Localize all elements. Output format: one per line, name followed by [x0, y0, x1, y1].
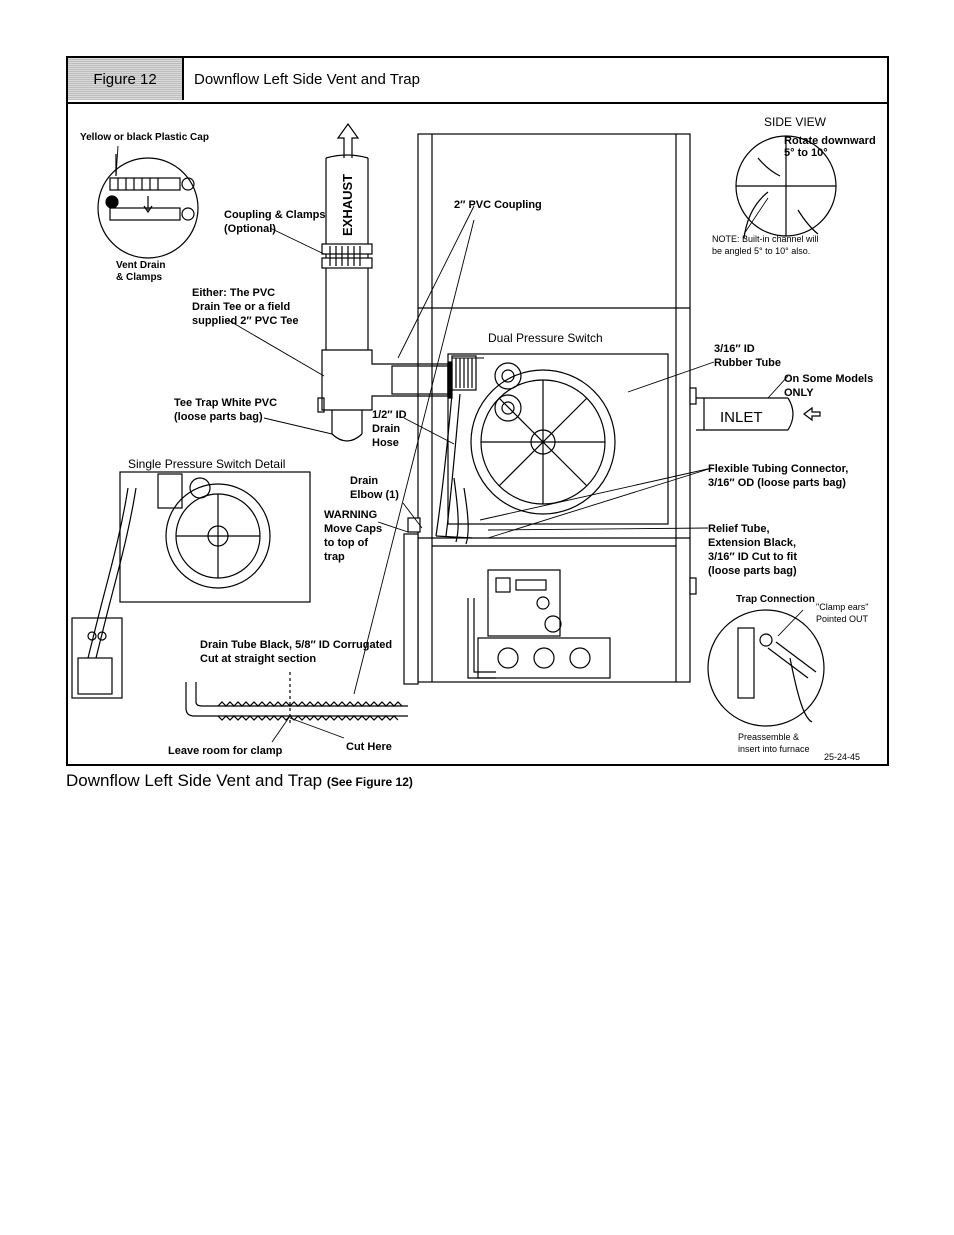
label-either-3: supplied 2″ PVC Tee — [192, 315, 299, 327]
label-relief-3: 3/16″ ID Cut to fit — [708, 551, 797, 563]
label-pvc-coupling: 2″ PVC Coupling — [454, 199, 542, 211]
label-relief-2: Extension Black, — [708, 537, 796, 549]
label-relief-4: (loose parts bag) — [708, 565, 797, 577]
corrugated-drain-tube — [185, 672, 408, 724]
label-drain-tube-1: Drain Tube Black, 5/8″ ID Corrugated — [200, 639, 392, 651]
cap-detail — [97, 154, 199, 259]
label-drain-hose-2: Hose — [372, 437, 399, 449]
caption-figure-ref: (See Figure 12) — [326, 775, 413, 789]
single-pressure-switch-detail — [71, 471, 311, 699]
drawing-code: 25-24-45 — [824, 752, 860, 762]
inducer-blower — [447, 353, 669, 525]
label-rubber-tube: Rubber Tube — [714, 357, 781, 369]
label-drain-hose-size: 1/2″ ID — [372, 409, 407, 421]
label-flex-connector-2: 3/16″ OD (loose parts bag) — [708, 477, 846, 489]
leader-lines — [115, 145, 804, 743]
figure-frame: Figure 12 Downflow Left Side Vent and Tr… — [66, 56, 889, 766]
label-tee-trap-1: Tee Trap White PVC — [174, 397, 277, 409]
figure-header: Figure 12 Downflow Left Side Vent and Tr… — [68, 58, 887, 104]
trap-connection-detail — [707, 609, 825, 727]
label-warning-1: WARNING — [324, 509, 377, 521]
label-vent-drain-clamps: & Clamps — [116, 272, 163, 283]
section-caption: Downflow Left Side Vent and Trap (See Fi… — [66, 771, 413, 791]
label-side-view: SIDE VIEW — [764, 115, 827, 129]
label-note-2: be angled 5° to 10° also. — [712, 246, 810, 256]
vent-pipe — [317, 122, 453, 442]
label-either-2: Drain Tee or a field — [192, 301, 290, 313]
figure-title: Downflow Left Side Vent and Trap — [194, 70, 420, 88]
label-trap-connection: Trap Connection — [736, 594, 815, 605]
label-clamp-ears-2: Pointed OUT — [816, 614, 869, 624]
label-clamp-ears-1: "Clamp ears" — [816, 602, 868, 612]
label-drain-tube-2: Cut at straight section — [200, 653, 316, 665]
label-plastic-cap: Yellow or black Plastic Cap — [80, 132, 209, 143]
label-preassemble-2: insert into furnace — [738, 744, 810, 754]
label-dual-pressure-switch: Dual Pressure Switch — [488, 331, 603, 345]
label-drain-elbow-1: Drain — [350, 475, 378, 487]
label-single-ps-detail: Single Pressure Switch Detail — [128, 457, 285, 471]
label-some-models-1: On Some Models — [784, 373, 873, 385]
vent-trap-diagram: Yellow or black Plastic Cap Vent Drain &… — [71, 115, 876, 762]
label-some-models-2: ONLY — [784, 387, 814, 399]
label-inlet: INLET — [720, 409, 763, 426]
label-drain-hose-1: Drain — [372, 423, 400, 435]
label-preassemble-1: Preassemble & — [738, 732, 799, 742]
label-cut-here: Cut Here — [346, 741, 392, 753]
label-relief-1: Relief Tube, — [708, 523, 770, 535]
label-coupling-clamps: Coupling & Clamps — [224, 209, 325, 221]
label-flex-connector-1: Flexible Tubing Connector, — [708, 463, 848, 475]
label-warning-2: Move Caps — [324, 523, 382, 535]
caption-text: Downflow Left Side Vent and Trap — [66, 771, 323, 790]
label-drain-elbow-2: Elbow (1) — [350, 489, 399, 501]
label-coupling-optional: (Optional) — [224, 223, 276, 235]
control-board — [467, 569, 611, 679]
label-rotate-1: Rotate downward — [784, 135, 876, 147]
label-either-1: Either: The PVC — [192, 287, 275, 299]
label-note-1: NOTE: Built-in channel will — [712, 234, 819, 244]
label-rubber-tube-size: 3/16″ ID — [714, 343, 755, 355]
label-warning-3: to top of — [324, 537, 368, 549]
label-vent-drain: Vent Drain — [116, 260, 165, 271]
label-rotate-2: 5° to 10° — [784, 147, 828, 159]
inlet-pipe — [696, 397, 821, 431]
label-warning-4: trap — [324, 551, 345, 563]
label-leave-room: Leave room for clamp — [168, 745, 283, 757]
figure-number: Figure 12 — [68, 58, 184, 100]
label-tee-trap-2: (loose parts bag) — [174, 411, 263, 423]
label-exhaust: EXHAUST — [340, 174, 355, 236]
furnace-cabinet — [403, 133, 697, 685]
